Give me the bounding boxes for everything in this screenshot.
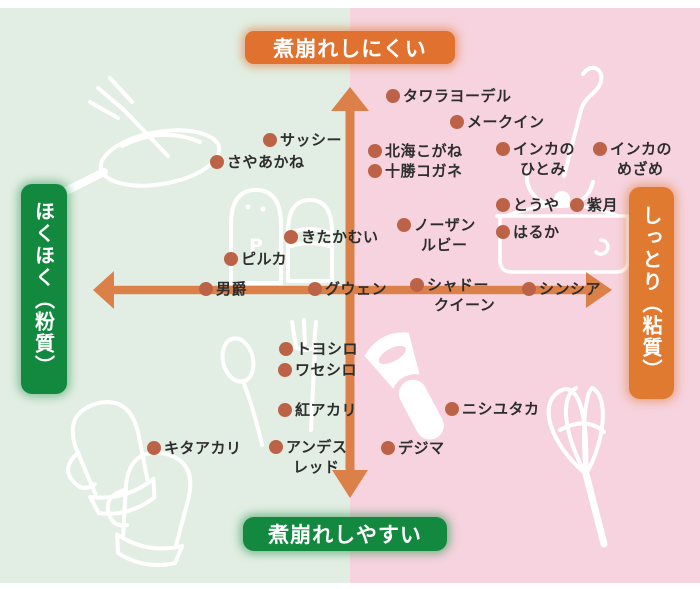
data-point-haruka: はるか bbox=[496, 222, 560, 242]
point-dot-icon bbox=[496, 198, 510, 212]
data-point-toyoshiro: トヨシロ bbox=[279, 339, 358, 359]
point-label: 十勝コガネ bbox=[385, 162, 463, 180]
point-label: インカのめざめ bbox=[610, 140, 673, 178]
point-dot-icon bbox=[199, 282, 213, 296]
point-dot-icon bbox=[278, 403, 292, 417]
point-dot-icon bbox=[397, 218, 411, 232]
data-point-tawara-yodel: タワラヨーデル bbox=[386, 86, 512, 106]
point-dot-icon bbox=[570, 198, 584, 212]
oven-mitts-icon bbox=[66, 400, 193, 568]
point-dot-icon bbox=[284, 230, 298, 244]
data-point-inca-no-hitomi: インカのひとみ bbox=[496, 139, 575, 179]
point-dot-icon bbox=[496, 225, 510, 239]
data-point-beni-akari: 紅アカリ bbox=[278, 400, 357, 420]
data-point-gwen: グウェン bbox=[308, 279, 387, 299]
fork-icon bbox=[88, 76, 170, 158]
whisk-icon bbox=[546, 386, 608, 548]
fork-2-icon bbox=[290, 318, 318, 432]
point-label: ワセシロ bbox=[295, 361, 358, 379]
point-label: キタアカリ bbox=[164, 439, 242, 457]
point-label: 北海こがね bbox=[385, 142, 463, 160]
data-point-cynthia: シンシア bbox=[522, 279, 601, 299]
point-label: シンシア bbox=[539, 280, 602, 298]
axis-label-top: 煮崩れしにくい bbox=[245, 31, 455, 64]
point-label: インカのひとみ bbox=[513, 140, 576, 178]
salt-pepper-shakers-icon: P bbox=[229, 188, 334, 285]
point-dot-icon bbox=[263, 133, 277, 147]
point-label: メークイン bbox=[467, 113, 545, 131]
data-point-may-queen: メークイン bbox=[450, 112, 545, 132]
point-label: とうや bbox=[513, 196, 560, 214]
point-label: サッシー bbox=[280, 131, 343, 149]
point-dot-icon bbox=[147, 441, 161, 455]
axis-label-left: ほくほく（粉質） bbox=[21, 184, 67, 394]
point-label: 男爵 bbox=[216, 280, 248, 298]
point-dot-icon bbox=[278, 363, 292, 377]
point-label: シャドークイーン bbox=[427, 276, 496, 314]
point-label: はるか bbox=[513, 223, 560, 241]
point-label: ピルカ bbox=[241, 250, 288, 268]
axis-label-bottom: 煮崩れしやすい bbox=[243, 517, 447, 551]
point-dot-icon bbox=[381, 441, 395, 455]
data-point-hokkai-kogane: 北海こがね bbox=[368, 141, 463, 161]
peeler-icon bbox=[364, 332, 444, 440]
point-dot-icon bbox=[593, 142, 607, 156]
data-point-andes-red: アンデスレッド bbox=[269, 437, 347, 477]
point-label: デジマ bbox=[398, 439, 445, 457]
data-point-tokachi-kogane: 十勝コガネ bbox=[368, 161, 463, 181]
point-dot-icon bbox=[368, 164, 382, 178]
point-dot-icon bbox=[308, 282, 322, 296]
point-label: ニシユタカ bbox=[462, 400, 540, 418]
point-label: さやあかね bbox=[227, 153, 305, 171]
point-dot-icon bbox=[410, 278, 424, 292]
point-label: ノーザンルビー bbox=[414, 216, 476, 254]
data-point-kitakamui: きたかむい bbox=[284, 227, 379, 247]
data-point-shigetsu: 紫月 bbox=[570, 195, 618, 215]
point-label: 紅アカリ bbox=[295, 401, 358, 419]
data-point-waseshiro: ワセシロ bbox=[278, 360, 357, 380]
point-dot-icon bbox=[279, 342, 293, 356]
point-label: 紫月 bbox=[587, 196, 619, 214]
axis-label-right: しっとり（粘質） bbox=[629, 187, 674, 399]
point-label: グウェン bbox=[325, 280, 388, 298]
data-point-shadow-queen: シャドークイーン bbox=[410, 275, 495, 315]
point-label: トヨシロ bbox=[296, 340, 359, 358]
point-dot-icon bbox=[269, 440, 283, 454]
data-point-toya: とうや bbox=[496, 195, 560, 215]
data-point-northern-ruby: ノーザンルビー bbox=[397, 215, 476, 255]
data-point-sassy: サッシー bbox=[263, 130, 342, 150]
svg-text:P: P bbox=[249, 235, 263, 257]
data-point-pirka: ピルカ bbox=[224, 249, 287, 269]
point-label: きたかむい bbox=[301, 228, 379, 246]
point-dot-icon bbox=[445, 402, 459, 416]
pot-icon bbox=[495, 191, 630, 274]
data-point-saya-akane: さやあかね bbox=[210, 152, 305, 172]
point-label: タワラヨーデル bbox=[403, 87, 512, 105]
point-dot-icon bbox=[450, 115, 464, 129]
data-point-kitaakari: キタアカリ bbox=[147, 438, 242, 458]
point-dot-icon bbox=[522, 282, 536, 296]
point-dot-icon bbox=[210, 155, 224, 169]
data-point-nishiyutaka: ニシユタカ bbox=[445, 399, 540, 419]
horizontal-axis-arrow bbox=[93, 271, 612, 309]
point-dot-icon bbox=[224, 252, 238, 266]
point-dot-icon bbox=[386, 89, 400, 103]
data-point-inca-no-mezame: インカのめざめ bbox=[593, 139, 672, 179]
spoon-icon bbox=[220, 336, 264, 447]
point-dot-icon bbox=[496, 142, 510, 156]
point-dot-icon bbox=[368, 144, 382, 158]
data-point-dejima: デジマ bbox=[381, 438, 445, 458]
data-point-danshaku: 男爵 bbox=[199, 279, 247, 299]
point-label: アンデスレッド bbox=[286, 438, 348, 476]
